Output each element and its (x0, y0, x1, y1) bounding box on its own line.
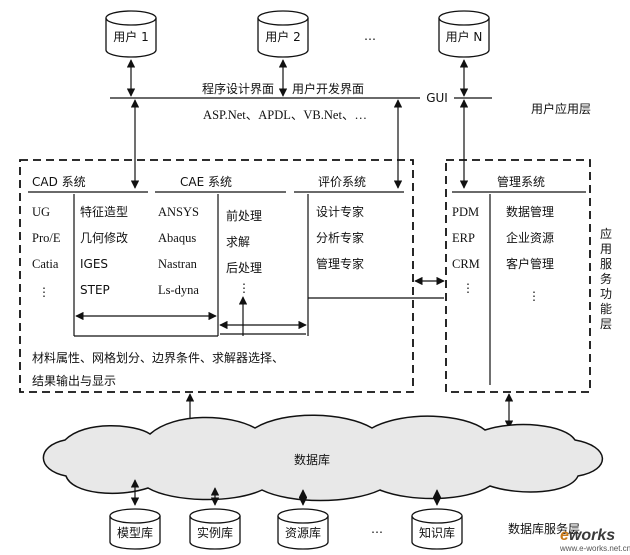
app-box-left (19, 159, 414, 393)
db-instance-label: 实例库 (197, 525, 233, 540)
bottom-text-1: 结果输出与显示 (32, 373, 116, 388)
eval-expert-1: 分析专家 (316, 230, 364, 245)
cae-tool-0: ANSYS (158, 205, 199, 219)
cae-step-0: 前处理 (226, 208, 262, 223)
database-label: 数据库 (294, 452, 330, 467)
cad-feature-1: 几何修改 (80, 230, 128, 245)
mgmt-tool-3: ⋮ (462, 281, 474, 295)
cae-step-2: 后处理 (226, 261, 262, 275)
user-2-label: 用户 2 (265, 29, 300, 44)
users-ellipsis: … (364, 29, 376, 43)
mgmt-item-3: ⋮ (528, 289, 540, 303)
service-char-3: 务 (600, 271, 612, 286)
bottom-text-0: 材料属性、网格划分、边界条件、求解器选择、 (32, 350, 284, 365)
mgmt-tool-1: ERP (452, 231, 475, 245)
cad-feature-2: IGES (80, 257, 108, 271)
service-char-6: 层 (600, 317, 612, 331)
eval-title: 评价系统 (318, 175, 366, 189)
cad-tool-0: UG (32, 205, 50, 219)
watermark-e: eworks (560, 527, 615, 544)
mgmt-item-0: 数据管理 (506, 204, 554, 219)
gui-label: GUI (426, 91, 448, 105)
mgmt-tool-2: CRM (452, 257, 480, 271)
mgmt-item-2: 客户管理 (506, 256, 554, 271)
db-model: 模型库 (109, 508, 161, 550)
db-knowledge-label: 知识库 (419, 525, 455, 540)
db-service-layer-label: 数据库服务层 (508, 521, 580, 536)
user-db-1: 用户 1 (105, 10, 157, 58)
service-layer-label: 应 用 服 务 功 能 层 (600, 226, 612, 331)
cad-tool-2: Catia (32, 257, 59, 271)
mgmt-item-1: 企业资源 (506, 230, 554, 245)
cae-tool-2: Nastran (158, 257, 198, 271)
program-interface-label: 程序设计界面 (202, 81, 274, 96)
cae-step-1: 求解 (226, 235, 250, 249)
dev-interface-label: 用户开发界面 (292, 81, 364, 96)
mgmt-title: 管理系统 (497, 174, 545, 189)
watermark-url: www.e-works.net.cn (559, 544, 630, 553)
service-char-2: 服 (600, 257, 612, 271)
service-char-0: 应 (600, 226, 612, 241)
database-cloud (42, 414, 604, 502)
db-model-label: 模型库 (117, 525, 153, 540)
cad-title: CAD 系统 (32, 175, 86, 189)
app-box-right (445, 159, 591, 393)
service-char-5: 能 (600, 302, 612, 316)
eworks-watermark: eworks www.e-works.net.cn (559, 527, 630, 553)
user-db-n: 用户 N (438, 10, 490, 58)
cae-tool-3: Ls-dyna (158, 283, 199, 297)
db-resource-label: 资源库 (285, 525, 321, 540)
service-char-4: 功 (600, 287, 612, 301)
user-n-label: 用户 N (446, 29, 483, 44)
cad-tool-1: Pro/E (32, 231, 61, 245)
user-db-2: 用户 2 (257, 10, 309, 58)
mgmt-tool-0: PDM (452, 205, 479, 219)
cad-feature-0: 特征造型 (80, 204, 128, 219)
db-resource: 资源库 (277, 508, 329, 550)
dbs-ellipsis: … (371, 522, 383, 536)
db-instance: 实例库 (189, 508, 241, 550)
languages-label: ASP.Net、APDL、VB.Net、… (203, 108, 367, 122)
user-1-label: 用户 1 (113, 29, 148, 44)
service-char-1: 用 (600, 242, 612, 256)
db-knowledge: 知识库 (411, 508, 463, 550)
cae-tool-1: Abaqus (158, 231, 196, 245)
cad-tool-3: ⋮ (38, 285, 50, 299)
eval-expert-2: 管理专家 (316, 256, 364, 271)
cae-title: CAE 系统 (180, 175, 232, 189)
cad-feature-3: STEP (80, 283, 110, 297)
user-app-layer-label: 用户应用层 (531, 101, 591, 116)
cae-step-3: ⋮ (238, 281, 250, 295)
eval-expert-0: 设计专家 (316, 204, 364, 219)
